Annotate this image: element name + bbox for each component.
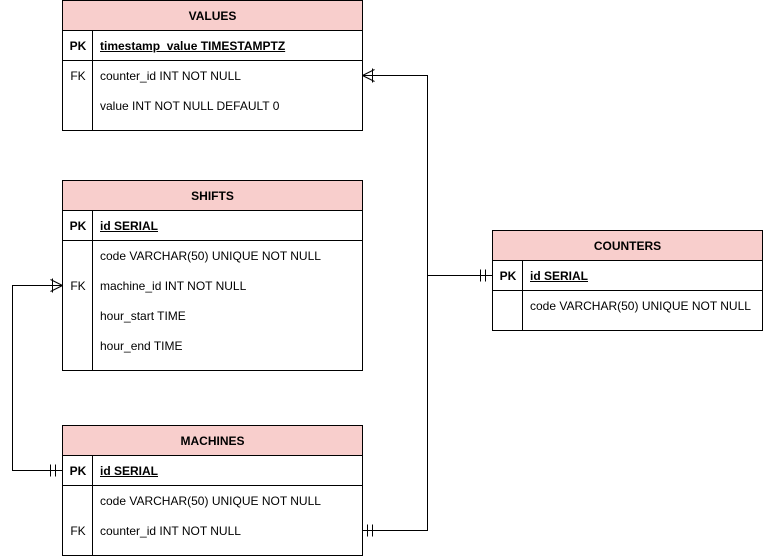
shifts-field-code: code VARCHAR(50) UNIQUE NOT NULL [100, 249, 321, 263]
fk-label: FK [70, 524, 86, 538]
counters-pk-field: id SERIAL [530, 269, 589, 283]
shifts-table-title: SHIFTS [63, 181, 362, 211]
counters-table-title: COUNTERS [493, 231, 762, 261]
one-mark-machines-fk [367, 524, 373, 537]
crows-foot-many-shifts [50, 278, 63, 293]
counters-fields: code VARCHAR(50) UNIQUE NOT NULL [493, 291, 762, 330]
one-mark-counters [480, 269, 486, 282]
pk-label: PK [69, 39, 87, 53]
counters-field-code: code VARCHAR(50) UNIQUE NOT NULL [530, 299, 751, 313]
values-field-value: value INT NOT NULL DEFAULT 0 [100, 99, 280, 113]
machines-pk-row[interactable]: PK id SERIAL [63, 456, 362, 486]
values-fields: FK counter_id INT NOT NULL value INT NOT… [63, 61, 362, 130]
machines-pk-field: id SERIAL [100, 464, 159, 478]
machines-field-code: code VARCHAR(50) UNIQUE NOT NULL [100, 494, 321, 508]
machines-field-counter-id: counter_id INT NOT NULL [100, 524, 241, 538]
values-table-title: VALUES [63, 1, 362, 31]
values-field-counter-id: counter_id INT NOT NULL [100, 69, 241, 83]
counters-table[interactable]: COUNTERS PK id SERIAL code VARCHAR(50) U… [492, 230, 763, 331]
pk-label: PK [69, 219, 87, 233]
shifts-field-hour-start: hour_start TIME [100, 309, 186, 323]
pk-label: PK [499, 269, 517, 283]
values-pk-row[interactable]: PK timestamp_value TIMESTAMPTZ [63, 31, 362, 61]
shifts-pk-row[interactable]: PK id SERIAL [63, 211, 362, 241]
shifts-fields: FK code VARCHAR(50) UNIQUE NOT NULL mach… [63, 241, 362, 370]
machines-table[interactable]: MACHINES PK id SERIAL FK code VARCHAR(50… [62, 425, 363, 556]
values-counters-link [362, 75, 493, 276]
shifts-pk-field: id SERIAL [100, 219, 159, 233]
shifts-table[interactable]: SHIFTS PK id SERIAL FK code VARCHAR(50) … [62, 180, 363, 371]
machines-table-title: MACHINES [63, 426, 362, 456]
shifts-machines-link [12, 285, 63, 471]
counters-pk-row[interactable]: PK id SERIAL [493, 261, 762, 291]
one-mark-machines-pk [50, 464, 56, 477]
shifts-field-machine-id: machine_id INT NOT NULL [100, 279, 247, 293]
shifts-field-hour-end: hour_end TIME [100, 339, 183, 353]
pk-label: PK [69, 464, 87, 478]
fk-label: FK [70, 69, 86, 83]
machines-counters-link [362, 275, 428, 531]
machines-fields: FK code VARCHAR(50) UNIQUE NOT NULL coun… [63, 486, 362, 555]
fk-label: FK [70, 279, 86, 293]
values-table[interactable]: VALUES PK timestamp_value TIMESTAMPTZ FK… [62, 0, 363, 131]
crows-foot-many-values [362, 68, 375, 83]
values-pk-field: timestamp_value TIMESTAMPTZ [100, 39, 286, 53]
